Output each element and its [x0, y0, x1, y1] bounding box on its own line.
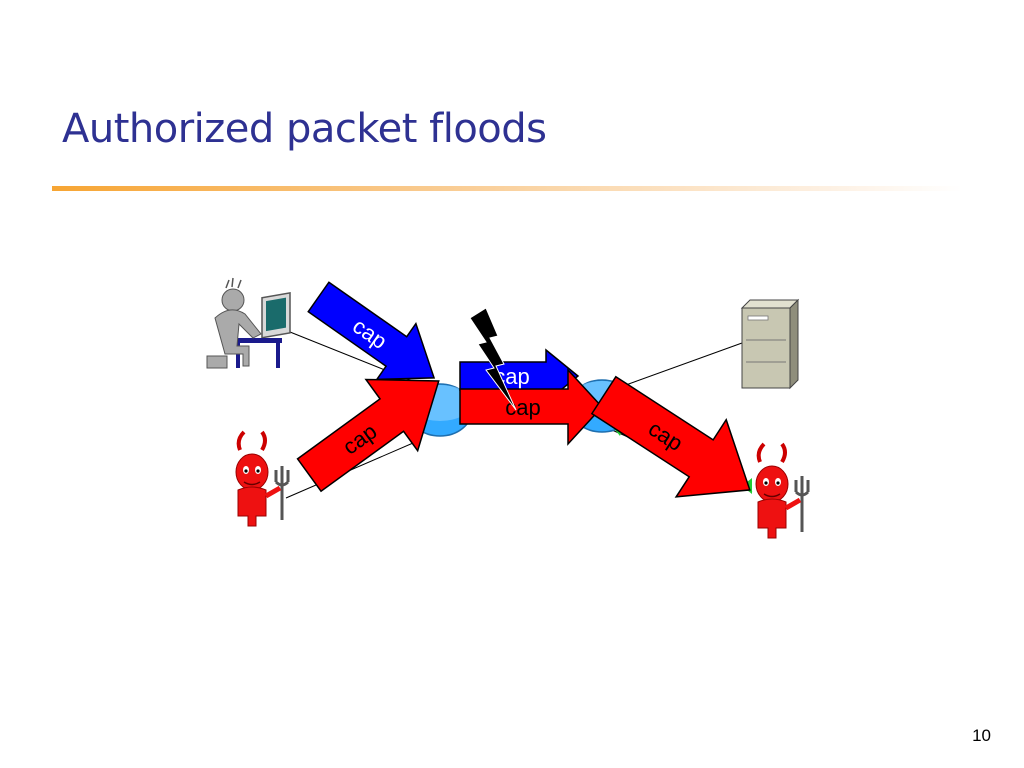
destination-devil-icon: [755, 442, 810, 539]
attacker-link-line: [285, 439, 421, 499]
attacker-devil-icon: [235, 430, 290, 527]
slide-title: Authorized packet floods: [62, 106, 547, 152]
user-computer-icon: [206, 277, 291, 369]
server-icon: [740, 298, 800, 390]
lightning-bolt-icon: [469, 307, 517, 411]
slide-number: 10: [972, 726, 991, 745]
exit-cap-arrow: cap: [590, 375, 751, 498]
server-link-line: [611, 342, 743, 391]
attacker-cap-arrow: cap: [296, 378, 440, 493]
title-underline: [52, 186, 962, 191]
router-red-packet: cap: [459, 368, 604, 446]
